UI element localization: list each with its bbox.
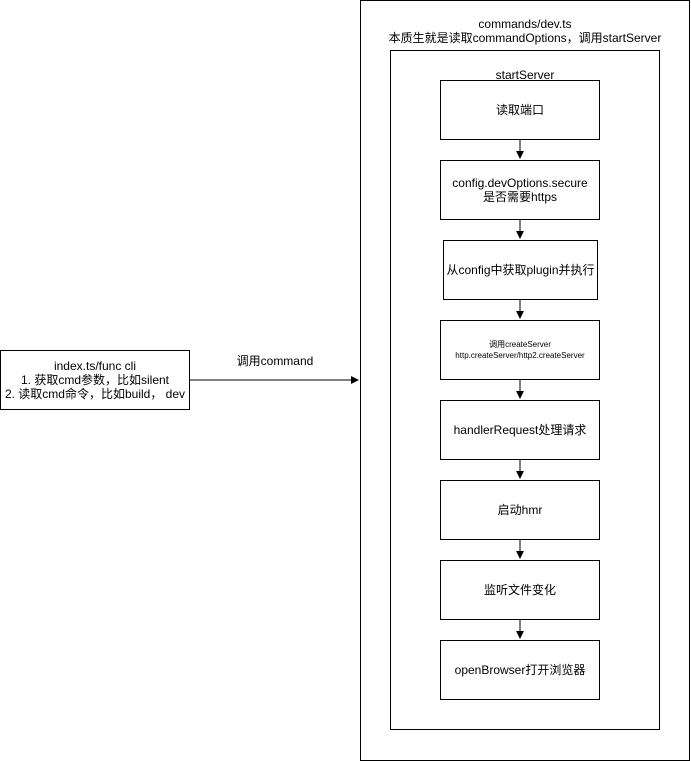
step-check-https[interactable]: config.devOptions.secure 是否需要https [440,160,600,220]
step-run-plugins-label: 从config中获取plugin并执行 [446,263,595,277]
step-check-https-line-1: config.devOptions.secure [452,176,588,190]
step-watch-files[interactable]: 监听文件变化 [440,560,600,620]
start-server-container[interactable] [390,50,660,730]
dev-ts-subtitle: 本质生就是读取commandOptions，调用startServer [388,31,662,45]
step-watch-files-label: 监听文件变化 [483,583,556,597]
step-create-server-line-2: http.createServer/http2.createServer [455,351,585,360]
step-create-server[interactable]: 调用createServer http.createServer/http2.c… [440,320,600,380]
step-handle-request-label: handlerRequest处理请求 [453,423,587,437]
step-read-port[interactable]: 读取端口 [440,80,600,140]
step-handle-request[interactable]: handlerRequest处理请求 [440,400,600,460]
cli-box-line-1: index.ts/func cli [53,359,137,373]
step-create-server-line-1: 调用createServer [489,340,551,349]
dev-ts-title: commands/dev.ts [478,17,572,31]
step-read-port-label: 读取端口 [495,103,544,117]
step-open-browser[interactable]: openBrowser打开浏览器 [440,640,600,700]
step-check-https-line-2: 是否需要https [482,190,558,204]
cli-box-line-2: 1. 获取cmd参数，比如silent [20,373,170,387]
start-server-title: startServer [495,68,555,82]
edge-label-call-command: 调用command [236,354,314,368]
step-open-browser-label: openBrowser打开浏览器 [454,663,586,677]
step-start-hmr-label: 启动hmr [497,503,543,517]
cli-box-line-3: 2. 读取cmd命令，比如build， dev [4,387,186,401]
cli-box[interactable]: index.ts/func cli 1. 获取cmd参数，比如silent 2.… [0,350,190,410]
step-run-plugins[interactable]: 从config中获取plugin并执行 [443,240,598,300]
step-start-hmr[interactable]: 启动hmr [440,480,600,540]
